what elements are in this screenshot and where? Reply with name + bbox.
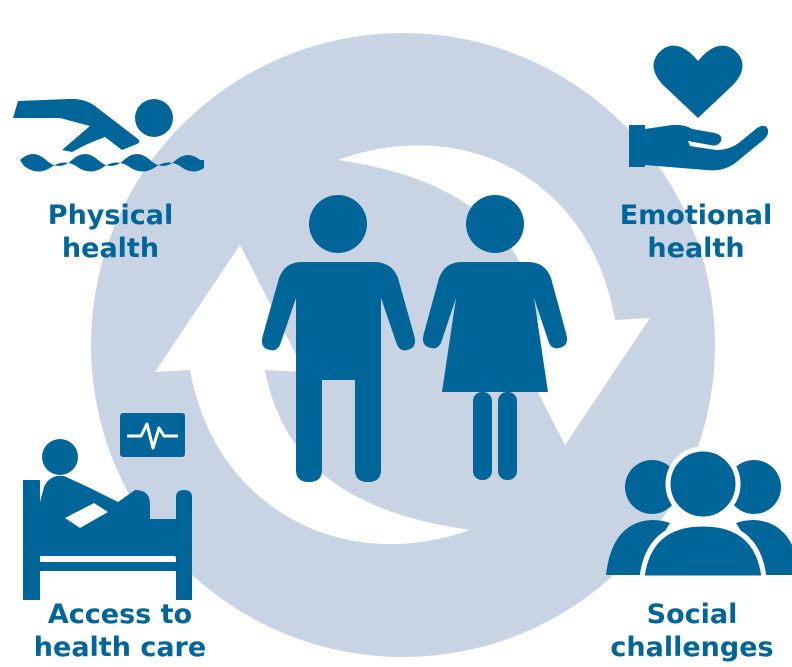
heart-monitor-icon (120, 413, 185, 457)
access-label-line1: Access to (47, 599, 193, 630)
physical-health-label: Physical health (28, 199, 193, 265)
emotional-health-label-line1: Emotional (619, 200, 773, 231)
access-label-line2: health care (33, 632, 207, 663)
social-challenges-label: Social challenges (592, 598, 792, 664)
physical-health-label-line1: Physical (47, 200, 174, 231)
social-label-line1: Social (646, 599, 738, 630)
man-icon (261, 195, 416, 482)
woman-icon (422, 195, 568, 480)
emotional-health-label: Emotional health (606, 199, 786, 265)
emotional-health-label-line2: health (647, 233, 745, 264)
social-label-line2: challenges (610, 632, 774, 663)
access-to-health-care-label: Access to health care (20, 598, 220, 664)
patient-in-bed-icon (23, 439, 192, 600)
group-of-people-icon (606, 446, 792, 581)
physical-health-label-line2: health (61, 233, 160, 264)
swimmer-icon (13, 98, 204, 172)
heart-in-hand-icon (629, 45, 769, 171)
